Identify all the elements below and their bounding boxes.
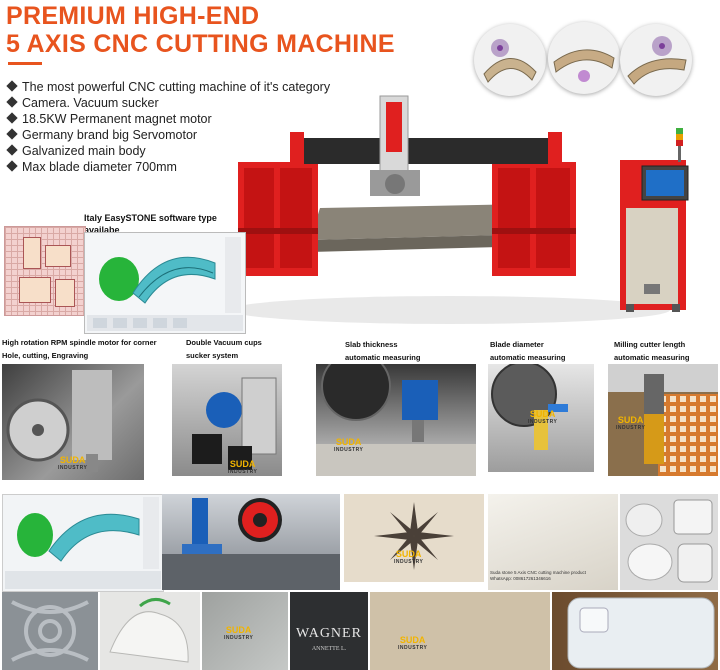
feature-item: Galvanized main body bbox=[6, 144, 146, 158]
milling-cutter-icon bbox=[608, 364, 718, 476]
compass-star-icon bbox=[374, 502, 454, 570]
cnc-machine-illustration bbox=[230, 95, 689, 324]
blade-gauge-icon bbox=[491, 364, 568, 450]
feature-item: Max blade diameter 700mm bbox=[6, 160, 177, 174]
basin-icon bbox=[625, 499, 713, 583]
countertop bbox=[552, 592, 718, 670]
feature-item: The most powerful CNC cutting machine of… bbox=[6, 80, 330, 94]
easystone-screen bbox=[84, 232, 246, 334]
sample-note: Suda stone 5 Axis CNC cutting machine pr… bbox=[490, 570, 587, 581]
sample-circle-3 bbox=[620, 24, 692, 96]
diamond-bullet-icon bbox=[6, 96, 18, 108]
diamond-bullet-icon bbox=[6, 160, 18, 172]
saw-simulation-icon bbox=[162, 498, 340, 590]
arch-slab-icon bbox=[553, 49, 615, 82]
title-line-1: PREMIUM HIGH-END bbox=[6, 2, 260, 30]
nesting-layout-panel bbox=[4, 226, 86, 316]
toolpath-icon bbox=[5, 497, 161, 589]
headstone: WAGNER ANNETTE L. bbox=[290, 592, 368, 670]
countertop-icon bbox=[567, 597, 715, 669]
saw-blade-icon bbox=[6, 370, 112, 472]
title-line-2: 5 AXIS CNC CUTTING MACHINE bbox=[6, 30, 395, 58]
diamond-bullet-icon bbox=[6, 144, 18, 156]
curved-slab-icon bbox=[483, 39, 537, 83]
detail-caption-spindle: High rotation RPM spindle motor for corn… bbox=[2, 338, 157, 360]
diamond-bullet-icon bbox=[6, 80, 18, 92]
slab-sample: Suda stone 5 Axis CNC cutting machine pr… bbox=[488, 494, 618, 590]
basin-samples bbox=[620, 494, 718, 590]
feature-item: Germany brand big Servomotor bbox=[6, 128, 197, 142]
probe-icon bbox=[316, 364, 476, 476]
carving-icon bbox=[109, 598, 189, 663]
feature-item: Camera. Vacuum sucker bbox=[6, 96, 159, 110]
diamond-bullet-icon bbox=[6, 128, 18, 140]
angel-carving bbox=[100, 592, 200, 670]
toolpath-icon bbox=[87, 237, 243, 331]
headstone-name: WAGNER bbox=[296, 626, 362, 641]
software-caption: Italy EasySTONE software type availabe bbox=[84, 213, 217, 235]
relief-panel bbox=[2, 592, 98, 670]
feature-item: 18.5KW Permanent magnet motor bbox=[6, 112, 212, 126]
cnc-simulation bbox=[162, 494, 340, 590]
sample-circle-1 bbox=[474, 24, 546, 96]
title-underline bbox=[8, 62, 42, 65]
bullnose-slab-icon bbox=[627, 36, 687, 85]
diamond-bullet-icon bbox=[6, 112, 18, 124]
relief-pattern-icon bbox=[11, 600, 89, 662]
software-screen-2 bbox=[2, 494, 164, 592]
vacuum-cup-icon bbox=[192, 377, 277, 470]
headstone-first-name: ANNETTE L. bbox=[311, 646, 347, 652]
sample-circle-2 bbox=[548, 22, 620, 94]
